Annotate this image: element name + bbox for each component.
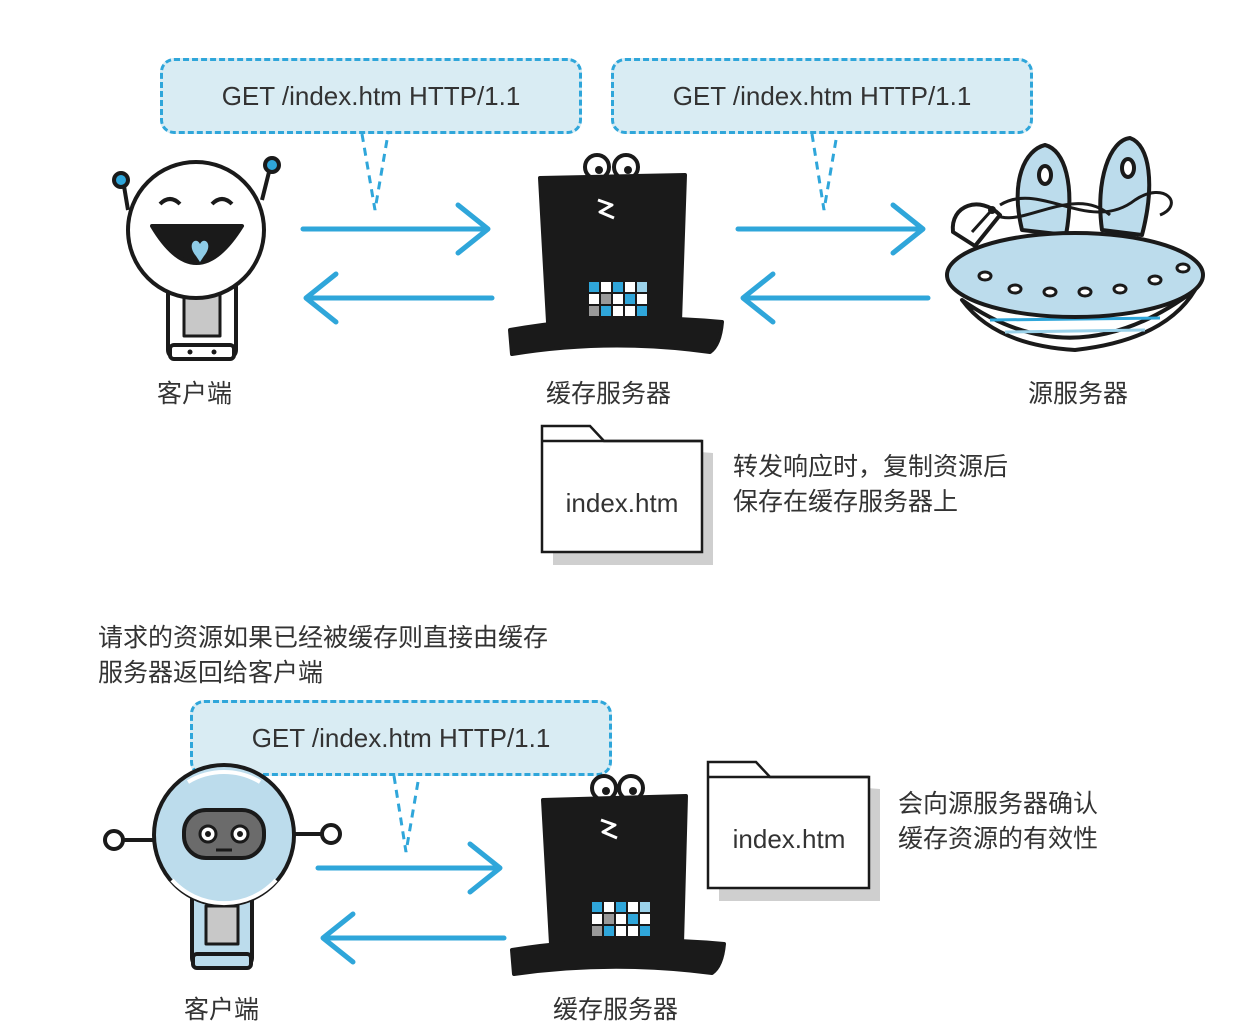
label-client-bottom: 客户端 [184,995,260,1024]
note-top-line-1: 转发响应时，复制资源后 [733,452,1009,481]
bubble-cache-request: GET /index.htm HTTP/1.1 [611,58,1033,134]
bubble-client-request: GET /index.htm HTTP/1.1 [160,58,582,134]
arrow-cache-to-origin [735,202,926,256]
caption-bottom: 请求的资源如果已经被缓存则直接由缓存 服务器返回给客户端 [98,620,548,690]
bubble-tail-1 [360,133,390,211]
label-origin-server: 源服务器 [1028,379,1129,408]
cache-server-hat-icon [508,153,724,356]
hat-grid [589,282,647,316]
arrow-cache-to-client [303,271,495,325]
bubble-tail-2 [810,133,839,211]
caption-bottom-line-1: 请求的资源如果已经被缓存则直接由缓存 [98,623,549,652]
cached-document-name: index.htm [566,488,679,518]
bubble-client-request-bottom-text: GET /index.htm HTTP/1.1 [251,722,551,753]
arrow-client-to-cache [300,202,491,256]
note-bottom: 会向源服务器确认 缓存资源的有效性 [898,786,1098,856]
arrow-cache-to-client-bottom [320,911,507,965]
arrow-client-to-cache-bottom [315,841,503,895]
bubble-tails [360,133,839,853]
note-top: 转发响应时，复制资源后 保存在缓存服务器上 [733,449,1008,519]
bubble-cache-request-text: GET /index.htm HTTP/1.1 [672,80,972,111]
label-client: 客户端 [157,379,233,408]
cached-document-bottom-name: index.htm [733,824,846,854]
cache-server-hat-bottom-icon [510,774,726,976]
label-cache-server: 缓存服务器 [546,379,672,408]
caption-bottom-line-2: 服务器返回给客户端 [98,658,324,687]
note-bottom-line-1: 会向源服务器确认 [898,789,1099,818]
note-bottom-line-2: 缓存资源的有效性 [898,824,1099,853]
cached-document-bottom-icon: index.htm [706,760,880,901]
client-robot-icon [112,156,281,361]
cached-document-icon: index.htm [540,424,713,565]
note-top-line-2: 保存在缓存服务器上 [733,487,959,516]
arrows [300,202,931,965]
label-cache-server-bottom: 缓存服务器 [553,995,679,1024]
bubble-client-request-bottom: GET /index.htm HTTP/1.1 [190,700,612,776]
client-robot-bottom-icon [103,763,342,970]
arrow-origin-to-cache [740,271,931,325]
origin-server-ship-icon [945,136,1205,352]
hat-grid-bottom [592,902,650,936]
bubble-client-request-text: GET /index.htm HTTP/1.1 [221,80,521,111]
bubble-tail-3 [392,775,421,853]
